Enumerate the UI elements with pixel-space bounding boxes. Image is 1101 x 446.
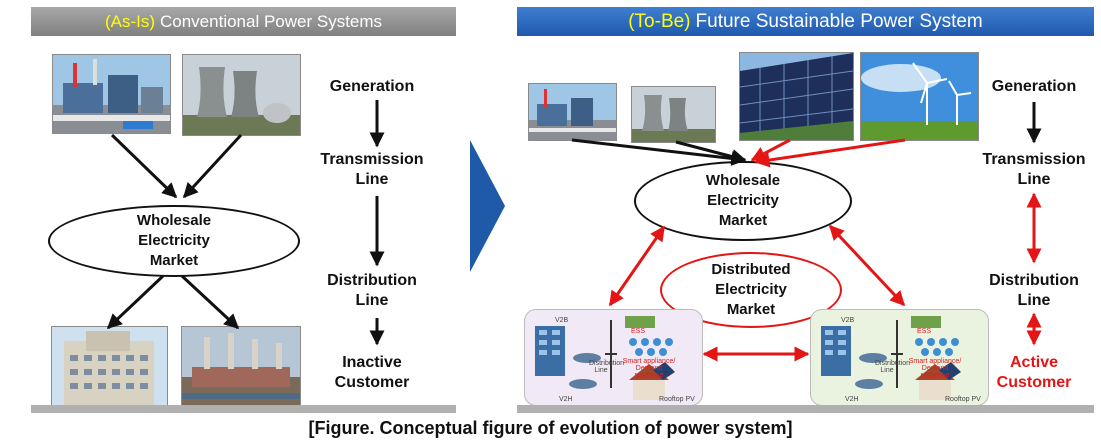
fossil-plant-photo (528, 83, 617, 141)
customer-cluster-right: V2B ESS Distribution Line Smart applianc… (810, 309, 989, 406)
label-smart-appliance: Smart appliance/ Demand response (908, 358, 962, 379)
label-ess: ESS (631, 328, 646, 335)
cooling-tower-photo (631, 86, 716, 143)
label-v2h: V2H (845, 396, 859, 403)
to-be-footer-bar (517, 405, 1094, 413)
evolution-arrow (470, 140, 505, 272)
stage-generation: Generation (991, 78, 1077, 95)
label-v2b: V2B (555, 317, 569, 324)
label-distribution-line: Distribution Line (875, 360, 911, 374)
wind-turbine-photo (860, 52, 979, 141)
cooling-tower-photo (182, 54, 301, 136)
label-ess: ESS (917, 328, 932, 335)
to-be-prefix: (To-Be) (628, 10, 691, 32)
label-rooftop-pv: Rooftop PV (659, 396, 695, 403)
wholesale-market-label: Wholesale Electricity Market (136, 212, 212, 269)
wholesale-market-ellipse: Wholesale Electricity Market (634, 161, 852, 241)
as-is-title: Conventional Power Systems (160, 11, 383, 31)
to-be-black-arrows (571, 102, 1042, 166)
to-be-header: (To-Be) Future Sustainable Power System (517, 7, 1094, 36)
as-is-header: (As-Is) Conventional Power Systems (31, 7, 456, 36)
to-be-title: Future Sustainable Power System (695, 10, 983, 32)
fossil-plant-photo (52, 54, 171, 134)
stage-generation: Generation (329, 78, 415, 95)
customer-cluster-left: V2B ESS Distribution Line Smart applianc… (524, 309, 703, 406)
solar-panel-photo (739, 52, 854, 141)
wholesale-market-ellipse: Wholesale Electricity Market (48, 205, 300, 277)
as-is-prefix: (As-Is) (104, 11, 155, 31)
industrial-plant-photo (181, 326, 301, 408)
wholesale-market-label: Wholesale Electricity Market (705, 172, 781, 229)
as-is-panel: (As-Is) Conventional Power Systems (31, 7, 456, 413)
as-is-footer-bar (31, 405, 456, 413)
as-is-arrows (106, 100, 385, 346)
stage-distribution: Distribution Line (327, 272, 417, 309)
stage-transmission: Transmission Line (982, 151, 1086, 188)
stage-transmission: Transmission Line (320, 151, 424, 188)
office-building-photo (51, 326, 168, 408)
distributed-market-label: Distributed Electricity Market (711, 261, 791, 318)
figure-caption: [Figure. Conceptual figure of evolution … (308, 418, 793, 438)
stage-customer: Active Customer (996, 354, 1072, 391)
label-v2b: V2B (841, 317, 855, 324)
label-v2h: V2H (559, 396, 573, 403)
to-be-panel: (To-Be) Future Sustainable Power System (517, 7, 1094, 413)
stage-customer: Inactive Customer (334, 354, 410, 391)
label-rooftop-pv: Rooftop PV (945, 396, 981, 403)
to-be-red-arrows (608, 138, 1042, 362)
stage-distribution: Distribution Line (989, 272, 1079, 309)
label-smart-appliance: Smart appliance/ Demand response (622, 358, 676, 379)
label-distribution-line: Distribution Line (589, 360, 625, 374)
